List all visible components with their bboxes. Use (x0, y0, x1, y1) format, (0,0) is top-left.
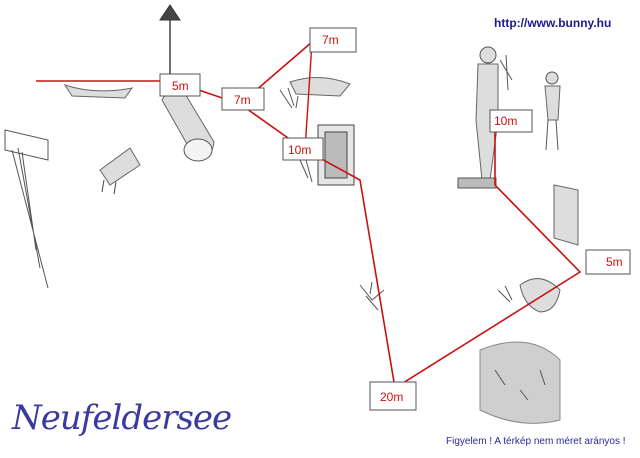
distance-label-10m-right: 10m (494, 114, 517, 128)
frame-icon (553, 184, 579, 246)
person-icon (544, 71, 561, 151)
distance-label-7m-top: 7m (322, 33, 339, 47)
route-connector (304, 41, 313, 151)
umbrella-icon (497, 278, 561, 313)
diver-icon (457, 46, 513, 189)
station-5m-top: 5m (159, 73, 201, 97)
plank-icon (479, 341, 561, 424)
distance-label-7m-middle: 7m (234, 93, 251, 107)
station-20m: 20m (369, 381, 417, 411)
website-url[interactable]: http://www.bunny.hu (494, 16, 612, 30)
distance-label-10m-left: 10m (288, 143, 311, 157)
boat-icon (63, 84, 134, 99)
station-10m-left: 10m (282, 137, 324, 161)
tunnel-icon (161, 90, 215, 162)
cage-icon (299, 124, 355, 186)
station-5m-right: 5m (585, 249, 631, 275)
map-title: Neufeldersee (12, 398, 232, 438)
distance-label-5m: 5m (172, 79, 189, 93)
distance-label-20m: 20m (380, 390, 403, 404)
distance-label-5m-right: 5m (606, 255, 623, 269)
station-10m-right: 10m (489, 109, 533, 133)
buoy-icon (159, 4, 181, 75)
station-7m-top: 7m (309, 27, 357, 53)
left-frame-sketch (4, 129, 49, 289)
barrel-icon (99, 147, 141, 195)
station-7m-middle: 7m (221, 87, 265, 111)
plant-icon (279, 77, 351, 109)
route-line (174, 41, 582, 390)
scale-warning: Figyelem ! A térkép nem méret arányos ! (446, 436, 626, 447)
bicycle-icon (359, 281, 385, 311)
